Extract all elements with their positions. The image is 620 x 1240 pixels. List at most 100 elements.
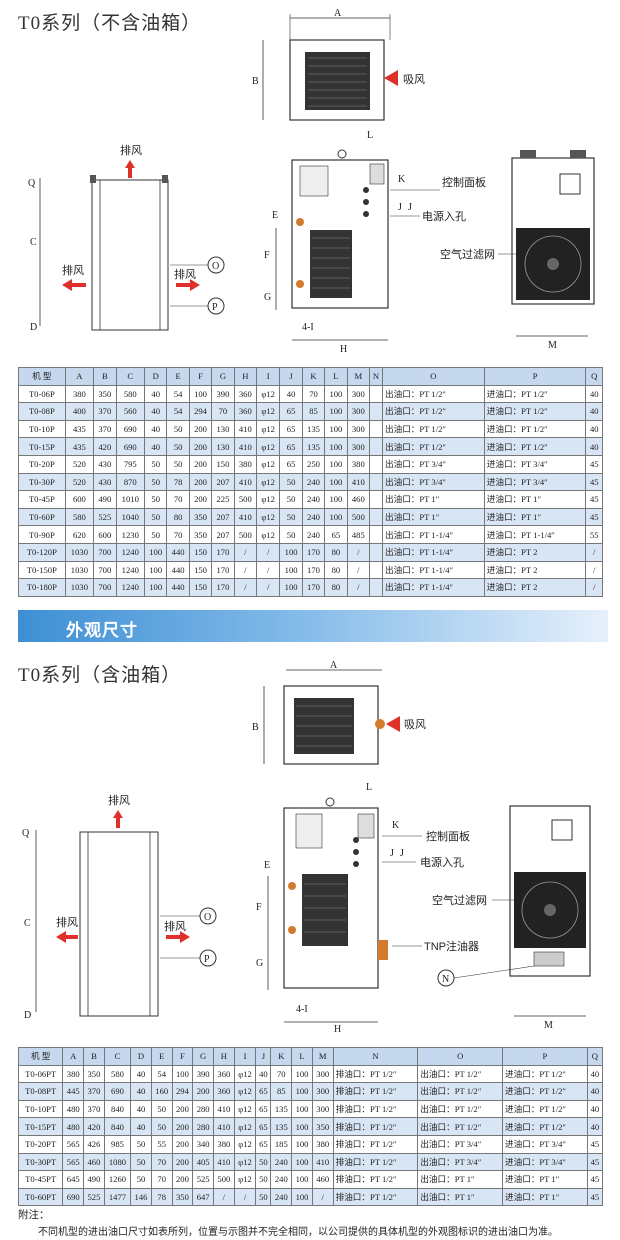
table-header-cell: C: [103, 1047, 132, 1066]
table-cell: 100: [324, 454, 348, 474]
table-cell: 410: [213, 1152, 235, 1172]
exhaust-top-label: 排风: [120, 143, 142, 157]
table-cell: 225: [211, 490, 235, 509]
table-cell: 50: [130, 1152, 152, 1172]
table-cell: 620: [64, 525, 95, 544]
dim-f2-label: F: [256, 902, 262, 913]
table-cell: 700: [93, 560, 117, 580]
table-cell: 出油口：PT 1/2″: [382, 384, 485, 404]
table-cell: 55: [585, 525, 603, 544]
table-cell: 85: [270, 1082, 293, 1101]
table-cell: T0-15P: [18, 437, 66, 456]
table-cell: 40: [130, 1064, 152, 1084]
table-cell: 80: [324, 542, 348, 562]
table-cell: 排油口：PT 1/2″: [332, 1170, 419, 1189]
table-cell: [369, 454, 384, 474]
table-cell: T0-90P: [18, 525, 66, 544]
table-cell: 40: [586, 1117, 604, 1136]
table-cell: 370: [83, 1082, 105, 1101]
table-cell: 690: [115, 437, 146, 456]
table-cell: 150: [188, 578, 213, 597]
table-cell: 70: [150, 1152, 173, 1172]
table-cell: 340: [192, 1134, 215, 1154]
table-header-cell: I: [233, 1047, 257, 1066]
table-cell: 45: [585, 454, 603, 474]
table-cell: 70: [150, 1170, 173, 1189]
table-cell: 50: [166, 454, 190, 474]
table-cell: 78: [150, 1187, 173, 1207]
table-cell: 380: [233, 454, 258, 474]
table-cell: [369, 525, 384, 544]
table-cell: 100: [291, 1134, 313, 1154]
table-cell: 150: [211, 454, 235, 474]
port-o-label-2: O: [204, 912, 211, 923]
table-cell: 80: [324, 578, 348, 597]
table-cell: 840: [103, 1117, 132, 1136]
table-cell: 1010: [115, 490, 146, 509]
table-cell: T0-180P: [18, 578, 66, 597]
intake-arrow-icon: [384, 70, 398, 86]
table-cell: 280: [192, 1117, 215, 1136]
table-cell: 700: [93, 578, 117, 597]
table-cell: φ12: [256, 525, 281, 544]
table-cell: 100: [324, 507, 348, 527]
exhaust-right-label-2: 排风: [164, 919, 186, 933]
table-cell: 380: [213, 1134, 235, 1154]
table-cell: 排油口：PT 1/2″: [332, 1064, 419, 1084]
table-cell: 出油口：PT 3/4″: [417, 1134, 504, 1154]
table-cell: φ12: [233, 1099, 257, 1119]
table-cell: 380: [346, 454, 371, 474]
table-cell: 240: [301, 472, 326, 492]
table-cell: 300: [311, 1064, 334, 1084]
table-cell: 185: [270, 1134, 293, 1154]
table-cell: 380: [311, 1134, 334, 1154]
table-cell: 1260: [103, 1170, 132, 1189]
table-cell: 进油口：PT 2: [483, 578, 587, 597]
table-cell: 进油口：PT 3/4″: [502, 1152, 588, 1172]
table-cell: 795: [115, 454, 146, 474]
table-header-cell: B: [83, 1047, 105, 1066]
exhaust-left-arrow-icon: [62, 279, 72, 291]
table-cell: 380: [64, 384, 95, 404]
table-cell: 100: [279, 578, 303, 597]
table-cell: 840: [103, 1099, 132, 1119]
exhaust-up-arrow-icon: [125, 160, 135, 168]
table-cell: [369, 472, 384, 492]
table-cell: 50: [143, 507, 168, 527]
table-cell: 65: [279, 437, 303, 456]
table-header-cell: P: [502, 1047, 588, 1066]
table-cell: 65: [255, 1082, 272, 1101]
table-cell: 45: [586, 1134, 604, 1154]
table-cell: 135: [270, 1099, 293, 1119]
table-cell: 300: [311, 1082, 334, 1101]
table-header-cell: I: [256, 367, 281, 386]
table-cell: 50: [255, 1170, 272, 1189]
table-cell: T0-60P: [18, 507, 66, 527]
table-cell: 410: [311, 1152, 334, 1172]
table-cell: T0-20PT: [17, 1134, 64, 1154]
dim-j2-label: J: [408, 202, 412, 213]
table-cell: 50: [143, 472, 168, 492]
dim-a2-label: A: [330, 660, 338, 671]
table-cell: 410: [346, 472, 371, 492]
table-cell: 146: [130, 1187, 152, 1207]
table-cell: [369, 560, 384, 580]
table-cell: /: [233, 542, 258, 562]
table-header-cell: J: [255, 1047, 272, 1066]
table-cell: 445: [62, 1082, 85, 1101]
table-cell: 40: [585, 437, 603, 456]
mount-label: 4-I: [302, 322, 314, 333]
table-cell: /: [311, 1187, 334, 1207]
table-cell: 40: [143, 384, 168, 404]
table-cell: 1030: [64, 560, 95, 580]
table-cell: 50: [279, 472, 303, 492]
table-header-cell: E: [150, 1047, 173, 1066]
table-cell: /: [585, 560, 603, 580]
table-header-cell: J: [279, 367, 303, 386]
table-cell: 400: [64, 402, 95, 421]
table-cell: T0-45PT: [17, 1170, 64, 1189]
